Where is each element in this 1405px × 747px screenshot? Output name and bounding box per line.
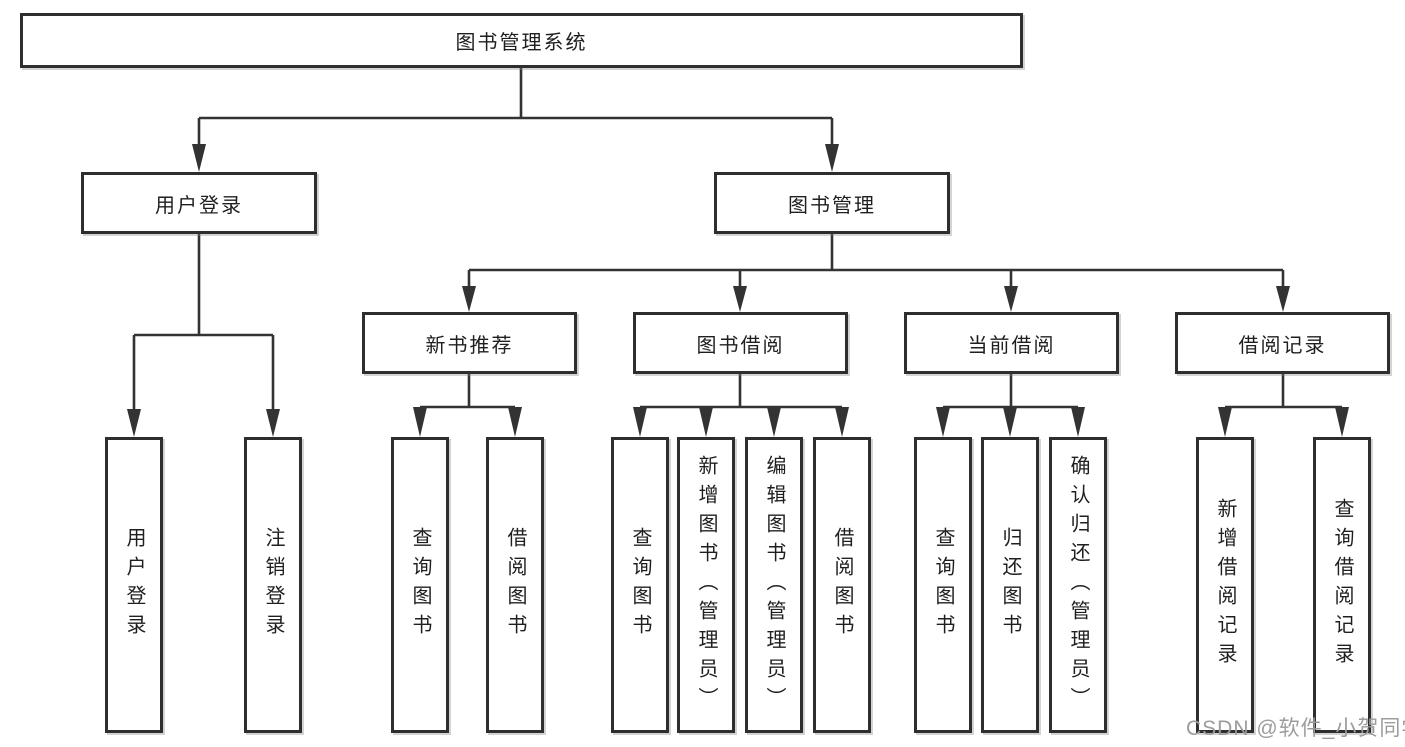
node-borrow-records: 借阅记录 [1175,312,1390,374]
leaf-return-book: 归还图书 [981,437,1039,733]
node-user-login-label: 用户登录 [155,194,243,217]
leaf-query-books-recommend-label: 查询图书 [409,527,431,643]
leaf-edit-book-admin-label: 编辑图书（管理员） [763,454,785,716]
leaf-query-books-current-label: 查询图书 [932,527,954,643]
node-book-borrow-label: 图书借阅 [696,334,785,357]
node-book-management-label: 图书管理 [788,194,876,217]
node-user-login: 用户登录 [81,172,317,234]
leaf-add-borrow-record-label: 新增借阅记录 [1214,498,1236,672]
leaf-user-login: 用户登录 [105,437,163,733]
leaf-add-book-admin-label: 新增图书（管理员） [695,454,717,716]
leaf-confirm-return-admin-label: 确认归还（管理员） [1067,454,1089,716]
node-book-borrow: 图书借阅 [633,312,848,374]
watermark: CSDN @软件_小贺同学 [1186,717,1405,740]
leaf-confirm-return-admin: 确认归还（管理员） [1049,437,1107,733]
leaf-borrow-books-recommend: 借阅图书 [486,437,544,733]
node-current-borrow: 当前借阅 [904,312,1119,374]
leaf-query-books-current: 查询图书 [914,437,972,733]
leaf-add-borrow-record: 新增借阅记录 [1196,437,1254,733]
node-new-book-recommend: 新书推荐 [362,312,577,374]
leaf-query-borrow-record-label: 查询借阅记录 [1331,498,1353,672]
leaf-user-login-label: 用户登录 [123,527,145,643]
node-root-label: 图书管理系统 [455,32,588,54]
leaf-query-books-borrow-label: 查询图书 [629,527,651,643]
leaf-query-books-recommend: 查询图书 [391,437,449,733]
leaf-add-book-admin: 新增图书（管理员） [677,437,735,733]
node-current-borrow-label: 当前借阅 [967,334,1056,357]
node-root: 图书管理系统 [20,13,1023,68]
node-new-book-recommend-label: 新书推荐 [425,334,514,357]
leaf-return-book-label: 归还图书 [999,527,1021,643]
leaf-query-borrow-record: 查询借阅记录 [1313,437,1371,733]
leaf-logout-label: 注销登录 [262,527,284,643]
leaf-borrow-books-recommend-label: 借阅图书 [504,527,526,643]
leaf-query-books-borrow: 查询图书 [611,437,669,733]
leaf-edit-book-admin: 编辑图书（管理员） [745,437,803,733]
leaf-borrow-books: 借阅图书 [813,437,871,733]
leaf-borrow-books-label: 借阅图书 [831,527,853,643]
node-book-management: 图书管理 [714,172,950,234]
node-borrow-records-label: 借阅记录 [1238,334,1327,357]
leaf-logout: 注销登录 [244,437,302,733]
